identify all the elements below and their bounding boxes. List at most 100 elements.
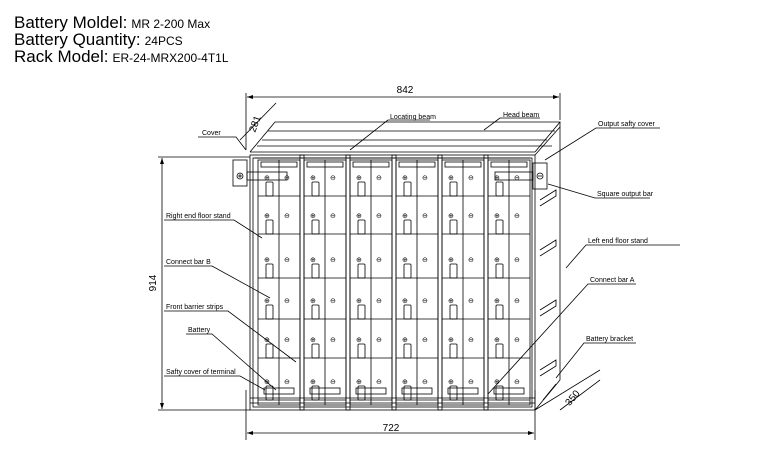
callout-safty-cover-of-terminal-text: Safty cover of terminal — [166, 369, 236, 376]
terminal-minus-icon: ⊖ — [330, 213, 336, 220]
battery-row: ⊕⊖ — [396, 337, 438, 359]
battery-row: ⊕⊖ — [488, 298, 530, 320]
battery-row: ⊕⊖ — [488, 337, 530, 359]
battery-row: ⊕⊖ — [258, 213, 300, 235]
connect-bar — [357, 343, 366, 359]
callout-locating-beam-text: Locating beam — [390, 114, 436, 121]
terminal-plus-icon: ⊕ — [356, 213, 362, 220]
connect-bar — [357, 219, 366, 235]
spec-battery-quantity: Battery Quantity:24PCS — [14, 31, 183, 49]
battery-row: ⊕⊖ — [258, 175, 300, 197]
terminal-minus-icon: ⊖ — [284, 213, 290, 220]
terminal-plus-icon: ⊕ — [310, 337, 316, 344]
callout-battery-bracket: Battery bracket — [555, 336, 636, 379]
bottom-connect-bar — [447, 387, 479, 395]
battery-row: ⊕⊖ — [350, 213, 392, 235]
callout-safty-cover-of-terminal: Safty cover of terminal — [164, 369, 266, 391]
battery-row: ⊕⊖ — [304, 257, 346, 279]
battery-row: ⊕⊖ — [396, 175, 438, 197]
terminal-minus-icon: ⊖ — [330, 175, 336, 182]
connect-bar — [311, 219, 320, 235]
battery-row: ⊕⊖ — [442, 213, 484, 235]
terminal-minus-icon: ⊖ — [468, 337, 474, 344]
terminal-plus-icon: ⊕ — [356, 337, 362, 344]
terminal-minus-icon: ⊖ — [422, 298, 428, 305]
terminal-minus-icon: ⊖ — [422, 337, 428, 344]
spec-label: Battery Moldel: — [14, 13, 128, 32]
terminal-plus-icon: ⊕ — [310, 257, 316, 264]
battery-row: ⊕⊖ — [442, 379, 484, 401]
terminal-minus-icon: ⊖ — [376, 257, 382, 264]
callout-right-end-floor-stand-text: Right end floor stand — [166, 213, 231, 220]
battery-row: ⊕⊖ — [350, 257, 392, 279]
callout-battery-bracket-text: Battery bracket — [586, 336, 633, 343]
battery-row: ⊕⊖ — [304, 298, 346, 320]
cover-left — [232, 159, 288, 187]
battery-row: ⊕⊖ — [304, 213, 346, 235]
bottom-connect-bar — [263, 387, 295, 395]
terminal-minus-icon: ⊖ — [468, 379, 474, 386]
terminal-plus-icon: ⊕ — [494, 213, 500, 220]
front-barrier-strip — [345, 154, 351, 411]
spec-value: MR 2-200 Max — [131, 17, 211, 31]
callout-left-end-floor-stand-text: Left end floor stand — [588, 238, 648, 245]
battery-column: ⊕⊖⊕⊖⊕⊖⊕⊖⊕⊖⊕⊖ — [487, 159, 531, 406]
bottom-rail — [250, 397, 535, 404]
battery-row: ⊕⊖ — [442, 175, 484, 197]
terminal-minus-icon: ⊖ — [376, 337, 382, 344]
terminal-plus-icon: ⊕ — [310, 213, 316, 220]
connect-bar — [403, 219, 412, 235]
battery-row: ⊕⊖ — [304, 379, 346, 401]
dimension-842-text: 842 — [397, 85, 414, 96]
terminal-plus-icon: ⊕ — [264, 175, 270, 182]
connect-bar — [265, 385, 274, 401]
dimension-height: 914 — [148, 156, 250, 411]
battery-column: ⊕⊖⊕⊖⊕⊖⊕⊖⊕⊖⊕⊖ — [349, 159, 393, 406]
terminal-minus-icon: ⊖ — [468, 257, 474, 264]
callout-left-end-floor-stand: Left end floor stand — [565, 238, 680, 269]
terminal-plus-icon: ⊕ — [448, 298, 454, 305]
cover-right — [494, 162, 548, 190]
connect-bar — [449, 343, 458, 359]
callout-connect-bar-b: Connect bar B — [164, 259, 271, 299]
front-barrier-strip — [299, 154, 305, 411]
terminal-minus-icon: ⊖ — [422, 175, 428, 182]
battery-row: ⊕⊖ — [396, 213, 438, 235]
front-barrier-strip — [437, 154, 443, 411]
terminal-plus-icon: ⊕ — [264, 298, 270, 305]
terminal-minus-icon: ⊖ — [330, 257, 336, 264]
spec-value: ER-24-MRX200-4T1L — [112, 51, 229, 65]
connect-bar — [311, 263, 320, 279]
terminal-plus-icon: ⊕ — [402, 175, 408, 182]
spec-value: 24PCS — [144, 34, 183, 48]
battery-row: ⊕⊖ — [442, 298, 484, 320]
top-clip — [306, 161, 344, 168]
dimension-914-text: 914 — [148, 274, 159, 291]
terminal-plus-icon: ⊕ — [448, 337, 454, 344]
bottom-connect-bar — [355, 387, 387, 395]
callout-locating-beam: Locating beam — [349, 114, 436, 151]
callout-cover-text: Cover — [202, 130, 221, 137]
battery-column: ⊕⊖⊕⊖⊕⊖⊕⊖⊕⊖⊕⊖ — [441, 159, 485, 406]
connect-bar — [495, 343, 504, 359]
terminal-minus-icon: ⊖ — [376, 213, 382, 220]
connect-bar — [311, 181, 320, 197]
terminal-minus-icon: ⊖ — [514, 257, 520, 264]
connect-bar — [449, 263, 458, 279]
battery-row: ⊕⊖ — [396, 379, 438, 401]
battery-row: ⊕⊖ — [442, 257, 484, 279]
top-clip — [444, 161, 482, 168]
terminal-plus-icon: ⊕ — [494, 337, 500, 344]
terminal-minus-icon: ⊖ — [376, 298, 382, 305]
terminal-minus-icon: ⊖ — [330, 298, 336, 305]
bottom-connect-bar — [401, 387, 433, 395]
connect-bar — [403, 385, 412, 401]
terminal-plus-icon: ⊕ — [402, 257, 408, 264]
battery-column: ⊕⊖⊕⊖⊕⊖⊕⊖⊕⊖⊕⊖ — [257, 159, 301, 406]
battery-row: ⊕⊖ — [396, 257, 438, 279]
callout-square-output-bar: Square output bar — [547, 183, 654, 199]
top-clip — [398, 161, 436, 168]
terminal-minus-icon: ⊖ — [284, 337, 290, 344]
battery-row: ⊕⊖ — [350, 337, 392, 359]
